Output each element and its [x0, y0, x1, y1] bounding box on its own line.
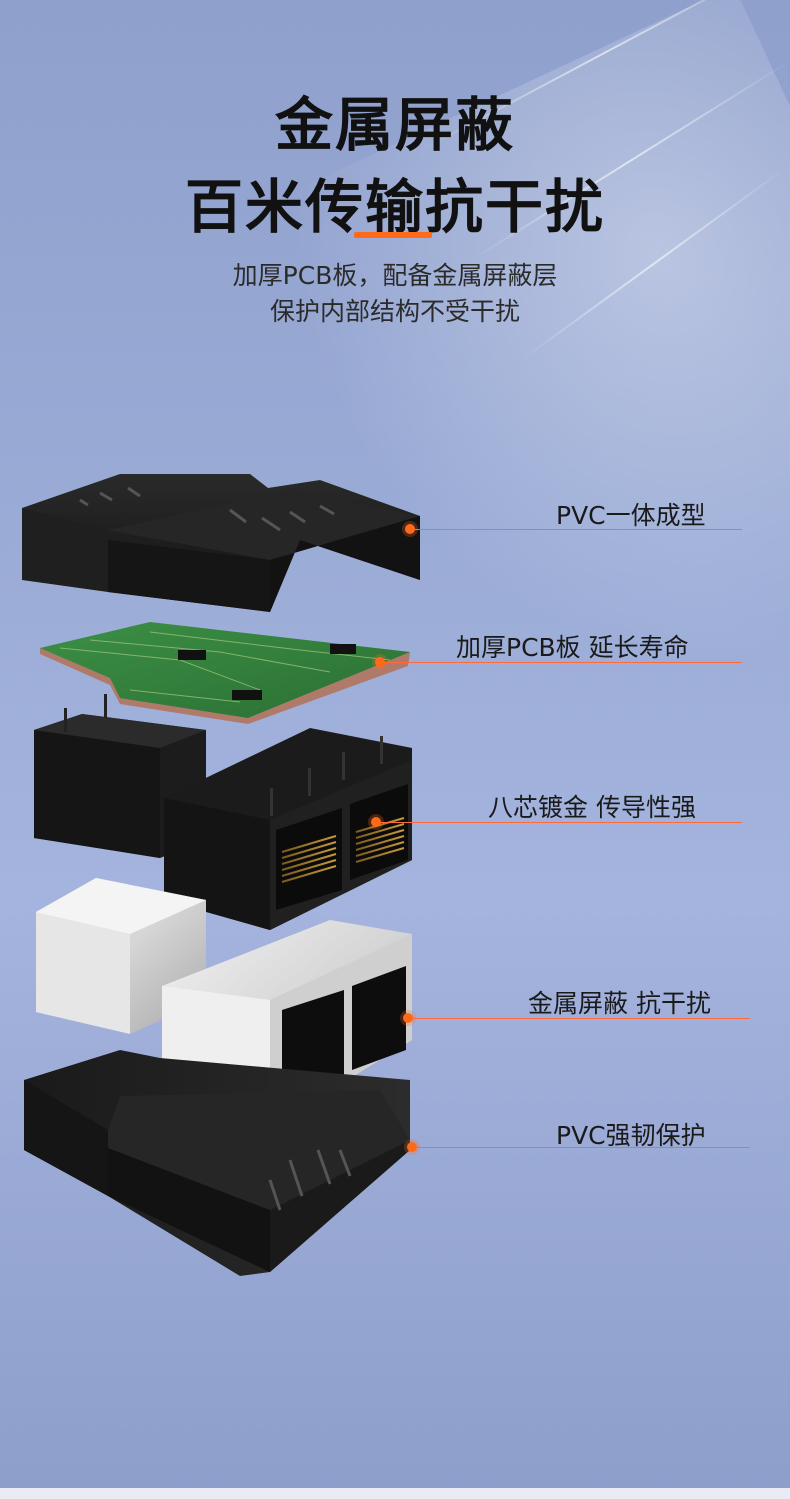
bottom-edge-band: [0, 1488, 790, 1499]
metal-shield-left: [36, 878, 206, 1034]
bottom-pvc-shell: [24, 1050, 410, 1276]
callout-dot-pvc-molded: [405, 524, 415, 534]
callout-line-metal-shield: [410, 1018, 750, 1019]
accent-bar: [354, 232, 432, 238]
callout-label-pvc-protect: PVC强韧保护: [556, 1121, 706, 1150]
headline-line1: 金属屏蔽: [274, 91, 515, 159]
left-jack-housing: [34, 694, 206, 858]
callout-line-pvc-molded: [412, 529, 742, 530]
callout-line-gold-pins: [378, 822, 742, 823]
callout-line-pcb: [382, 662, 742, 663]
headline-line2: 百米传输抗干扰: [184, 173, 605, 241]
callout-dot-gold-pins: [371, 817, 381, 827]
subtitle-line1: 加厚PCB板，配备金属屏蔽层: [232, 261, 558, 290]
callout-label-gold-pins: 八芯镀金 传导性强: [488, 793, 696, 822]
top-pvc-shell: [22, 474, 420, 612]
callout-dot-pcb: [375, 657, 385, 667]
callout-label-pvc-molded: PVC一体成型: [556, 501, 706, 530]
callout-dot-metal-shield: [403, 1013, 413, 1023]
callout-line-pvc-protect: [414, 1147, 750, 1148]
callout-label-metal-shield: 金属屏蔽 抗干扰: [528, 989, 711, 1018]
subtitle-line2: 保护内部结构不受干扰: [269, 297, 520, 326]
pcb-board: [40, 622, 410, 724]
callout-label-pcb: 加厚PCB板 延长寿命: [456, 633, 689, 662]
callout-dot-pvc-protect: [407, 1142, 417, 1152]
